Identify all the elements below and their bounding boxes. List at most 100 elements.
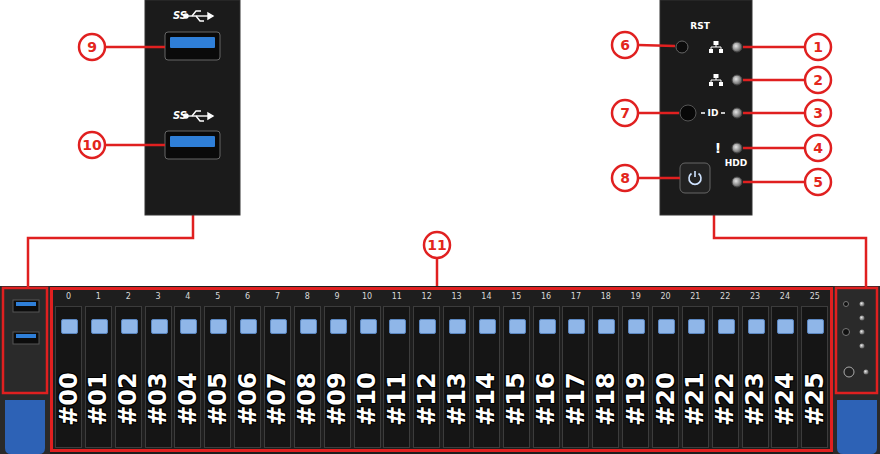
tray-latch [270, 319, 287, 334]
usb-speed-mark: SS [173, 111, 187, 121]
drive-tray: #19 [622, 306, 649, 448]
tray-latch [568, 319, 585, 334]
drive-tray: #22 [712, 306, 739, 448]
drive-tray: #16 [533, 306, 560, 448]
leader-line [105, 46, 165, 49]
callout-circle [805, 169, 831, 195]
tray-latch [628, 319, 645, 334]
leader-line [714, 215, 866, 288]
callout-circle [424, 232, 450, 258]
bay-number: 8 [305, 293, 310, 301]
tray-latch [330, 319, 347, 334]
led [860, 330, 865, 335]
bay-number: 10 [362, 293, 372, 301]
bay-number: 24 [780, 293, 790, 301]
bay-number: 14 [481, 293, 491, 301]
bay-number: 17 [571, 293, 581, 301]
bay-number: 21 [690, 293, 700, 301]
drive-tray: #00 [55, 306, 82, 448]
drive-tray: #03 [145, 306, 172, 448]
bay-number: 2 [126, 293, 131, 301]
bay-number: 6 [245, 293, 250, 301]
id-led [732, 108, 742, 118]
bay-number: 4 [185, 293, 190, 301]
callout-number: 3 [813, 106, 823, 120]
callout-circle [805, 67, 831, 93]
drive-tray: #15 [503, 306, 530, 448]
drive-label: #04 [176, 372, 200, 426]
leader-line [743, 79, 805, 82]
callout-circle [805, 135, 831, 161]
drive-label: #18 [594, 372, 618, 426]
fault-led [732, 143, 742, 153]
bay-number: 15 [511, 293, 521, 301]
tray-latch [509, 319, 526, 334]
drive-label: #07 [265, 372, 289, 426]
bay-number: 18 [601, 293, 611, 301]
tray-latch [479, 319, 496, 334]
led-label: HDD [725, 159, 747, 168]
drive-label: #13 [445, 372, 469, 426]
rack-handle [837, 400, 877, 454]
left-ear [0, 286, 50, 454]
bay-number: 5 [215, 293, 220, 301]
usb-tongue [16, 334, 36, 338]
bay-number: 20 [660, 293, 670, 301]
usb-tongue [170, 37, 215, 48]
tray-latch [61, 319, 78, 334]
tray-latch [777, 319, 794, 334]
drive-tray: #21 [682, 306, 709, 448]
usb-port [13, 300, 39, 312]
drive-label: #17 [564, 372, 588, 426]
drive-tray: #17 [562, 306, 589, 448]
tray-latch [121, 319, 138, 334]
tray-latch [151, 319, 168, 334]
highlight-box [3, 288, 47, 393]
usb-port [165, 32, 220, 60]
leader-line [105, 144, 165, 147]
callout-number: 5 [813, 175, 823, 189]
leader-line [743, 46, 805, 49]
bay-number: 9 [335, 293, 340, 301]
power-button [680, 163, 710, 193]
drive-label: #01 [86, 372, 110, 426]
drive-label: #14 [474, 372, 498, 426]
tray-latch [360, 319, 377, 334]
drive-label: #12 [415, 372, 439, 426]
drive-tray: #12 [413, 306, 440, 448]
usb-speed-mark: SS [173, 11, 187, 21]
usb-port [165, 131, 220, 159]
tray-latch [807, 319, 824, 334]
drive-tray: #13 [443, 306, 470, 448]
callout-circle [805, 34, 831, 60]
leader-line [28, 215, 193, 288]
drive-label: #25 [803, 372, 827, 426]
tray-latch [91, 319, 108, 334]
drive-label: #10 [355, 372, 379, 426]
drive-tray: #11 [383, 306, 410, 448]
callout-leaders [105, 45, 805, 286]
drive-tray: #20 [652, 306, 679, 448]
network-icon [709, 74, 723, 86]
fault-symbol: ! [715, 141, 721, 155]
drive-tray: #14 [473, 306, 500, 448]
id-button [843, 329, 850, 336]
button-label: RST [690, 22, 710, 31]
tray-latch [180, 319, 197, 334]
power-symbol [689, 171, 701, 184]
leader-line [638, 112, 679, 115]
callout-circles [79, 32, 831, 258]
bay-number: 19 [631, 293, 641, 301]
drive-cage: 0123456789101112131415161718192021222324… [50, 287, 833, 452]
tray-latch [210, 319, 227, 334]
drive-label: #11 [385, 372, 409, 426]
highlight-box [836, 288, 877, 393]
bay-number: 25 [810, 293, 820, 301]
bay-number: 1 [96, 293, 101, 301]
tray-latch [598, 319, 615, 334]
drive-label: #23 [743, 372, 767, 426]
bay-number: 7 [275, 293, 280, 301]
reset-button [844, 302, 849, 307]
callout-number: 4 [813, 141, 823, 155]
control-zoom-panel [660, 0, 752, 215]
